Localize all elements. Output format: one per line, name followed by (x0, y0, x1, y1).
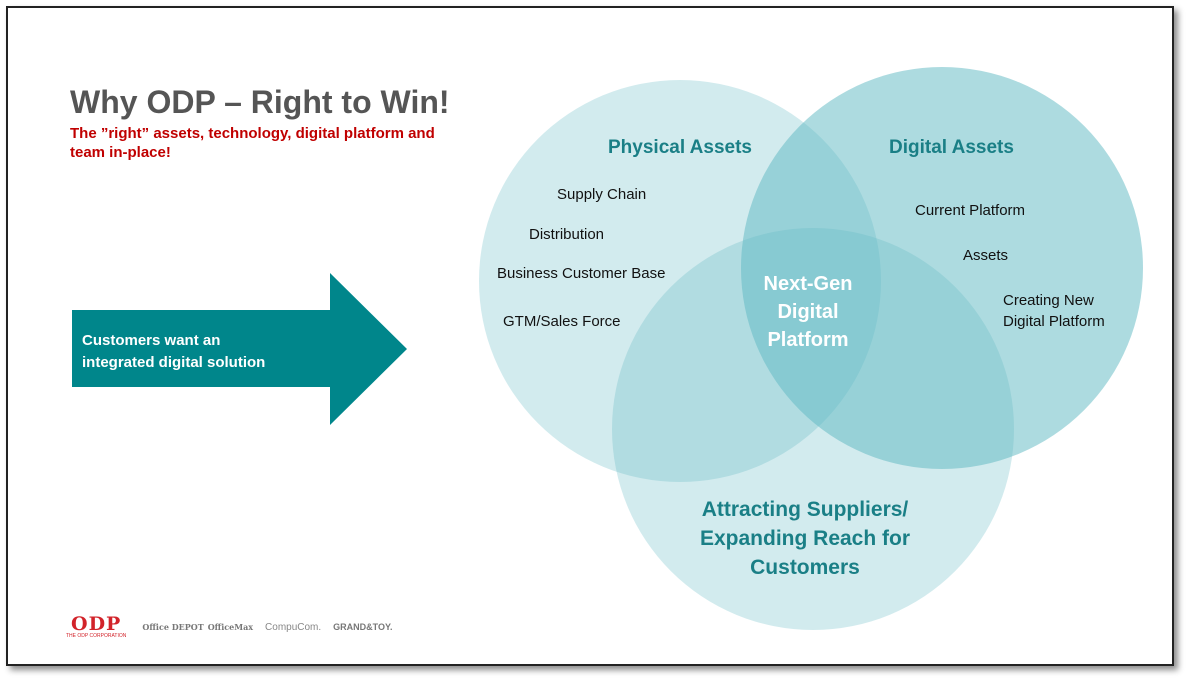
bottom-line: Customers (750, 556, 860, 579)
physical-item: Supply Chain (557, 186, 647, 203)
arrow-shape (72, 273, 407, 425)
bottom-line: Attracting Suppliers/ (701, 498, 909, 521)
compucom-logo: CompuCom. (265, 621, 322, 633)
digital-item: Assets (963, 247, 1009, 264)
bottom-line: Expanding Reach for (699, 527, 911, 550)
odp-logo: ODP THE ODP CORPORATION (66, 613, 127, 640)
office-depot-logo: Office DEPOT (142, 622, 204, 632)
grand-toy-logo: GRAND&TOY. (333, 622, 393, 632)
center-line: Platform (767, 329, 849, 351)
page-title: Why ODP – Right to Win! (70, 84, 450, 120)
physical-item: Business Customer Base (497, 265, 666, 282)
digital-item: Current Platform (915, 202, 1026, 219)
physical-assets-title: Physical Assets (608, 137, 752, 158)
physical-item: Distribution (529, 226, 605, 243)
arrow-line-1: Customers want an (82, 332, 221, 349)
digital-item: Digital Platform (1003, 313, 1105, 330)
center-line: Digital (777, 301, 839, 323)
physical-item: GTM/Sales Force (503, 313, 621, 330)
officemax-logo: OfficeMax (207, 622, 254, 632)
suppliers-circle (612, 228, 1014, 630)
arrow-text: Customers want an integrated digital sol… (82, 330, 265, 374)
digital-item: Creating New (1003, 292, 1094, 309)
arrow-line-2: integrated digital solution (82, 354, 266, 371)
subtitle: The ”right” assets, technology, digital … (70, 125, 435, 161)
digital-assets-title: Digital Assets (889, 137, 1014, 158)
brand-logos: ODP THE ODP CORPORATION Office DEPOT Off… (66, 613, 393, 640)
digital-assets-circle (741, 67, 1143, 469)
center-label: Next-Gen Digital Platform (738, 270, 878, 354)
bottom-circle-label: Attracting Suppliers/ Expanding Reach fo… (680, 495, 930, 582)
center-line: Next-Gen (763, 273, 853, 295)
